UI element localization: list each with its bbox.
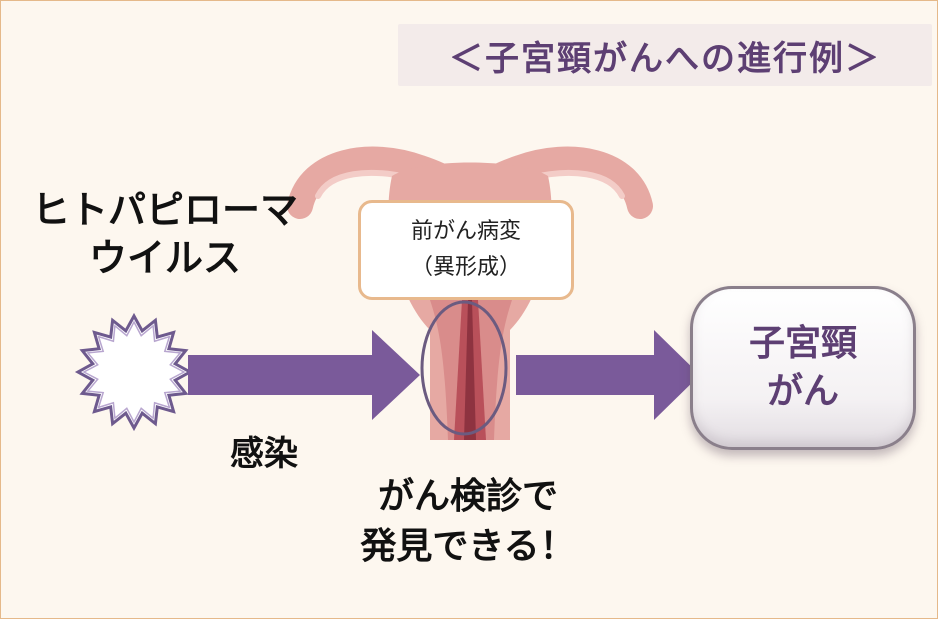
diagram-title: ＜子宮頸がんへの進行例＞ bbox=[398, 24, 932, 86]
infection-label: 感染 bbox=[230, 434, 298, 474]
cancer-line1: 子宮頸 bbox=[748, 323, 857, 364]
cervical-cancer-box: 子宮頸 がん bbox=[690, 286, 916, 450]
detection-note: がん検診で 発見できる！ bbox=[318, 472, 618, 572]
detection-line1: がん検診で bbox=[377, 476, 558, 517]
cancer-line2: がん bbox=[766, 371, 839, 412]
precancer-line2: （異形成） bbox=[410, 255, 521, 280]
virus-label: ヒトパピローマ ウイルス bbox=[30, 186, 300, 282]
detection-line2: 発見できる！ bbox=[360, 526, 576, 567]
arrow-right-icon bbox=[188, 330, 420, 420]
precancer-line1: 前がん病変 bbox=[410, 219, 521, 244]
precancer-callout: 前がん病変 （異形成） bbox=[358, 200, 574, 300]
virus-label-line1: ヒトパピローマ bbox=[31, 188, 298, 232]
virus-label-line2: ウイルス bbox=[88, 236, 241, 280]
arrow-right-icon bbox=[516, 330, 700, 420]
virus-icon bbox=[74, 312, 194, 432]
